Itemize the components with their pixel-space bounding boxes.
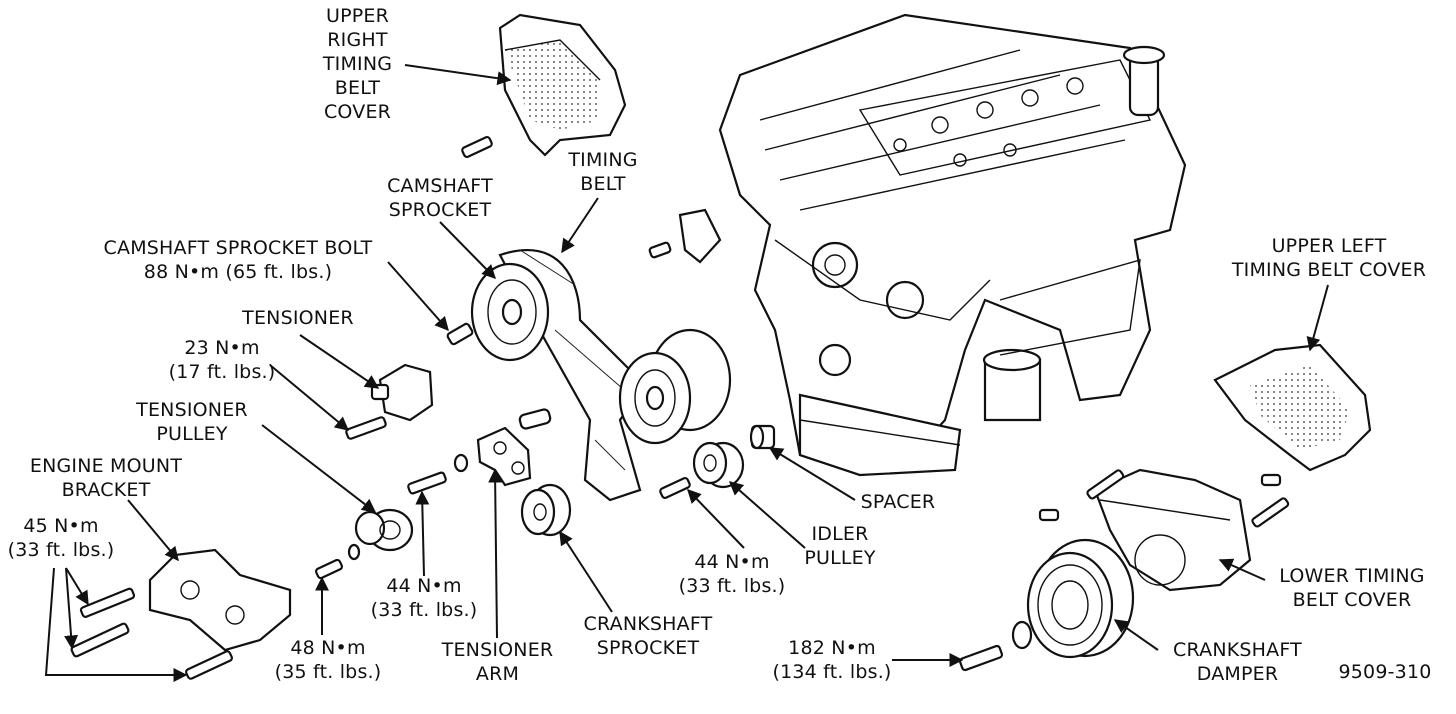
arm-washer [453, 453, 469, 473]
label-idler-bolt-torque: 44 N•m (33 ft. lbs.) [678, 551, 786, 597]
damper-washer [1011, 620, 1033, 650]
tensioner-part [370, 363, 434, 422]
label-timing-belt: TIMING BELT [568, 149, 638, 195]
label-camshaft-sprocket: CAMSHAFT SPROCKET [387, 175, 493, 221]
tensioner-pulley-part [354, 508, 414, 552]
label-crankshaft-sprocket: CRANKSHAFT SPROCKET [583, 613, 713, 659]
label-mount-torque: 45 N•m (33 ft. lbs.) [7, 515, 115, 561]
engine-mount-bracket-part [148, 548, 292, 652]
label-tensioner-arm: TENSIONER ARM [441, 639, 554, 685]
camshaft-sprocket-bolt [446, 322, 474, 346]
camshaft-sprocket-part [470, 262, 550, 362]
accessory-bracket [678, 208, 722, 264]
mount-bolt-2 [70, 622, 130, 658]
bolts [70, 136, 1290, 680]
tensioner-arm-bolt [407, 471, 447, 495]
label-crankshaft-damper: CRANKSHAFT DAMPER [1173, 639, 1302, 685]
label-tensioner: TENSIONER [242, 307, 354, 329]
mount-bolt-1 [79, 587, 136, 618]
camshaft-sprocket-right-part [618, 328, 732, 445]
label-tensioner-pulley: TENSIONER PULLEY [136, 399, 248, 445]
label-engine-mount-bracket: ENGINE MOUNT BRACKET [29, 455, 183, 501]
crankshaft-sprocket-part [520, 483, 572, 537]
label-lower-cover: LOWER TIMING BELT COVER [1279, 565, 1425, 611]
engine-block [718, 13, 1187, 477]
tensioner-bolt [345, 416, 387, 440]
label-spacer: SPACER [860, 491, 936, 513]
tensioner-pulley-bolt [314, 558, 344, 580]
idler-pulley-bolt [659, 477, 691, 499]
upper-left-cover-part [1213, 343, 1372, 472]
pulley-washer [347, 543, 361, 561]
tensioner-arm-stud [518, 408, 552, 430]
label-arm-bolt-torque: 44 N•m (33 ft. lbs.) [370, 575, 478, 621]
lower-cover-bolt-1 [1086, 469, 1125, 500]
spacer-part [749, 424, 776, 450]
label-upper-right-cover: UPPER RIGHT TIMING BELT COVER [322, 5, 393, 123]
label-damper-torque: 182 N•m (134 ft. lbs.) [772, 637, 892, 683]
leader-lines [44, 64, 1329, 682]
cover-bolt [461, 136, 493, 158]
label-camshaft-sprocket-bolt: CAMSHAFT SPROCKET BOLT 88 N•m (65 ft. lb… [103, 237, 373, 283]
idler-pulley-part [692, 441, 745, 489]
cover-bolt-left [1260, 473, 1282, 487]
crankshaft-damper-part [1026, 538, 1135, 659]
lower-cover-part [1093, 468, 1252, 592]
accessory-bolt [648, 241, 672, 259]
cover-bolt-lower [1038, 508, 1060, 522]
label-upper-left-cover: UPPER LEFT TIMING BELT COVER [1231, 235, 1427, 281]
tensioner-arm-part [476, 426, 532, 487]
label-idler-pulley: IDLER PULLEY [804, 523, 876, 569]
upper-right-cover-part [498, 13, 627, 157]
label-tensioner-torque: 23 N•m (17 ft. lbs.) [168, 337, 276, 383]
lower-cover-bolt-2 [1251, 497, 1290, 528]
mount-bolt-3 [185, 650, 233, 680]
label-pulley-bolt-torque: 48 N•m (35 ft. lbs.) [274, 637, 382, 683]
damper-bolt [958, 644, 1004, 672]
figure-number: 9509-310 [1338, 661, 1432, 683]
